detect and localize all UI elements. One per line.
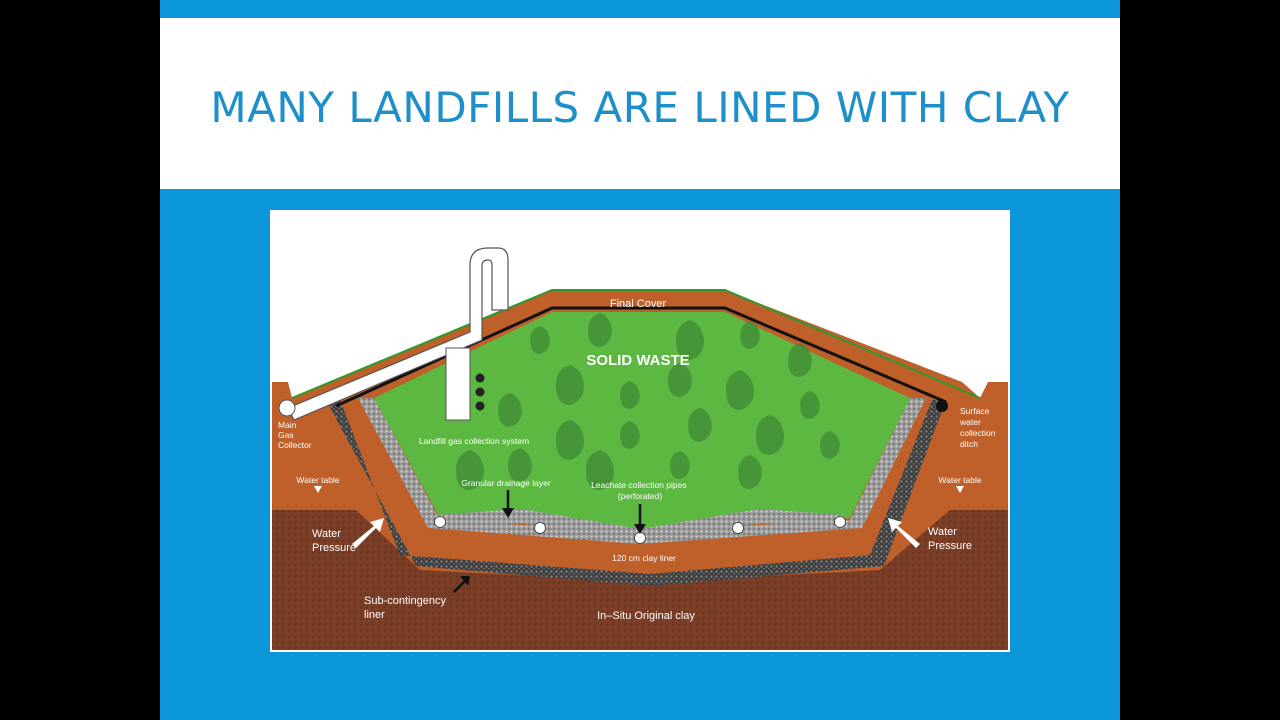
waste-bag	[668, 363, 692, 397]
landfill-gas-collection-label: Landfill gas collection system	[419, 436, 529, 446]
sub-contingency-arrow	[453, 576, 470, 593]
water-pressure-right-arrow	[888, 518, 920, 548]
main-gas-collector-label: Main Gas Collector	[278, 420, 312, 450]
main-gas-collector-icon	[278, 399, 296, 417]
leachate-pipe	[534, 522, 546, 534]
waste-bags	[456, 313, 840, 490]
leachate-pipe	[732, 522, 744, 534]
gas-vent-hole	[475, 373, 485, 383]
waste-bag	[508, 448, 532, 482]
waste-bag	[738, 455, 762, 489]
gas-vent-hole	[475, 387, 485, 397]
in-situ-clay-label: In–Situ Original clay	[597, 610, 695, 622]
waste-bag	[556, 420, 584, 460]
water-table-left-label: Water table	[296, 475, 339, 485]
slide-title: MANY LANDFILLS ARE LINED WITH CLAY	[210, 83, 1070, 132]
waste-bag	[800, 391, 820, 419]
surface-water-ditch-icon	[936, 400, 948, 412]
water-pressure-left-arrow	[352, 518, 384, 548]
clay-liner-label: 120 cm clay liner	[612, 553, 676, 563]
granular-drainage-arrow	[502, 490, 514, 518]
water-pressure-right-label: Water Pressure	[928, 526, 972, 552]
waste-bag	[676, 320, 704, 360]
leachate-pipe	[434, 516, 446, 528]
landfill-cross-section: Final Cover SOLID WASTE Main Gas Collect…	[272, 247, 1008, 650]
top-membrane	[335, 306, 947, 408]
leachate-pipe-arrow	[634, 504, 646, 534]
waste-bag	[788, 343, 812, 377]
solid-waste	[374, 312, 910, 532]
sub-contingency-label: Sub-contingency liner	[364, 595, 449, 621]
waste-bag	[740, 321, 760, 349]
leachate-pipes	[434, 516, 846, 544]
water-pressure-left-label: Water Pressure	[312, 528, 356, 554]
waste-bag	[670, 451, 690, 479]
leachate-pipe	[634, 532, 646, 544]
waste-bag	[620, 421, 640, 449]
gas-vent-hole	[475, 401, 485, 411]
water-table-right-label: Water table	[938, 475, 981, 485]
waste-bag	[530, 326, 550, 354]
waste-bag	[556, 365, 584, 405]
granular-drainage-label: Granular drainage layer	[461, 478, 550, 488]
waste-bag	[620, 381, 640, 409]
solid-waste-label: SOLID WASTE	[586, 352, 689, 369]
leachate-pipe	[834, 516, 846, 528]
landfill-diagram: Final Cover SOLID WASTE Main Gas Collect…	[270, 210, 1010, 652]
water-table-right-icon	[956, 486, 964, 493]
final-cover-label: Final Cover	[610, 298, 667, 310]
waste-bag	[820, 431, 840, 459]
waste-bag	[588, 313, 612, 347]
waste-bag	[456, 450, 484, 490]
waste-bag	[756, 415, 784, 455]
waste-bag	[726, 370, 754, 410]
cover-grass-line	[291, 289, 981, 399]
leachate-pipes-label: Leachate collection pipes (perforated)	[591, 480, 689, 501]
waste-bag	[688, 408, 712, 442]
gas-well-head	[445, 347, 471, 421]
water-table-left-icon	[314, 486, 322, 493]
waste-bag	[498, 393, 522, 427]
slide: MANY LANDFILLS ARE LINED WITH CLAY	[160, 0, 1120, 720]
gas-collection-pipe	[287, 247, 509, 421]
surface-water-ditch-label: Surface water collection ditch	[959, 406, 998, 449]
title-band: MANY LANDFILLS ARE LINED WITH CLAY	[160, 18, 1120, 189]
waste-bag	[586, 450, 614, 490]
